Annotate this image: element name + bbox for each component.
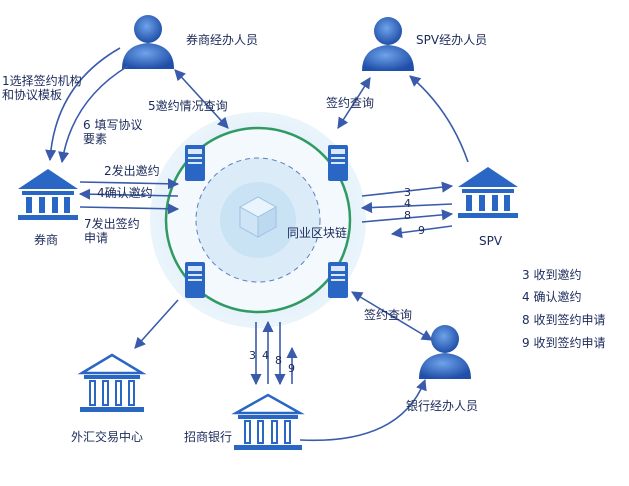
edge-label-select-contract: 1选择签约机构和协议模板 [2,74,82,102]
node-broker: 券商 [34,233,59,247]
spv-num: 3 [404,186,411,199]
edge-spv-sign-query [337,77,371,129]
legend-item: 9 收到签约申请 [522,336,606,350]
bank-num: 3 [249,349,256,362]
node-spv-staff: SPV经办人员 [416,33,488,47]
edge-spv-8 [361,209,454,223]
edge-label-fill-elements: 6 填写协议要素 [83,118,143,146]
edge-label-bank-sign-query: 签约查询 [364,308,413,322]
edge-label-send-sign-req: 7发出签约申请 [84,217,140,245]
edge-spv-3 [361,181,454,197]
edge-label-confirm-invite: 4确认邀约 [97,186,153,200]
edge-confirm-invite [78,188,179,200]
spv-num: 9 [418,224,425,237]
person-icon [362,17,414,71]
server-icon [185,262,205,298]
node-broker-staff: 券商经办人员 [186,33,259,47]
legend-item: 3 收到邀约 [522,268,582,282]
spv-num: 8 [404,209,411,222]
spv-num: 4 [404,197,411,210]
cube-icon [238,196,278,238]
edges [45,47,469,442]
node-spv: SPV [479,234,503,248]
edge-label-invite-query: 5邀约情况查询 [148,99,228,113]
edge-label-send-invite: 2发出邀约 [104,164,160,178]
edge-spv-4 [360,201,453,214]
edge-bank-sign-query [351,291,433,341]
node-bank: 招商银行 [184,430,233,444]
node-fx-center: 外汇交易中心 [71,430,144,444]
legend-item: 8 收到签约申请 [522,313,606,327]
edge-invite-query [174,69,229,129]
bank-num: 9 [288,362,295,375]
edge-spv-9 [390,225,453,239]
edge-spv-to-staff [409,75,469,163]
bank-building-icon [458,167,518,218]
person-icon [419,325,471,379]
person-icon [122,15,174,69]
server-icon [185,145,205,181]
legend-item: 4 确认邀约 [522,290,582,304]
bank-building-icon [18,169,78,220]
edge-label-spv-sign-query: 签约查询 [326,96,375,110]
edge-select-contract [45,47,121,162]
server-icon [328,262,348,298]
edge-send-invite [79,178,180,190]
classical-building-icon [231,393,305,450]
edge-fill-elements [58,65,129,164]
node-blockchain: 同业区块链 [287,226,348,240]
bank-num: 4 [262,349,269,362]
edge-send-sign-req [79,203,180,215]
classical-building-icon [77,353,147,412]
edge-to-fx-center [134,299,179,349]
bank-num: 8 [275,354,282,367]
node-bank-staff: 银行经办人员 [406,399,479,413]
edge-bank-to-staff [299,378,427,442]
server-icon [328,145,348,181]
